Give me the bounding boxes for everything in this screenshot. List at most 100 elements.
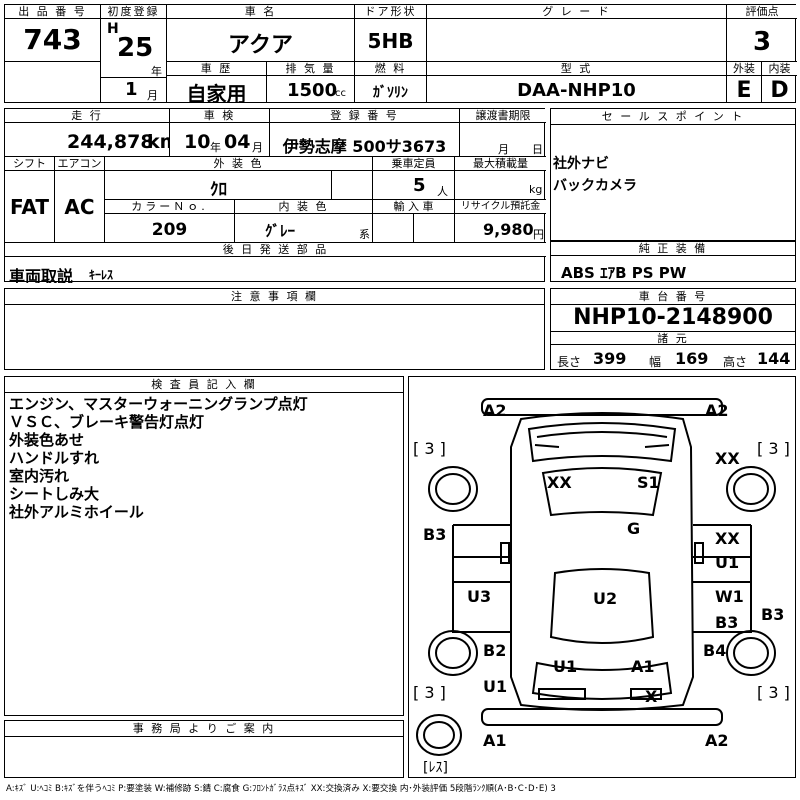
- damage-code: G: [627, 519, 641, 538]
- car-diagram-section: A2 A2 [ 3 ] [ 3 ] XX XX S1 B3 G XX U1 U3…: [408, 376, 796, 778]
- legend-text: A:ｷｽﾞ U:ﾍｺﾐ B:ｷｽﾞを伴うﾍｺﾐ P:要塗装 W:補修跡 S:錆 …: [6, 784, 556, 794]
- color-no-cell: カラーＮｏ. 209: [105, 200, 235, 243]
- month-unit: 月: [147, 89, 158, 102]
- displacement-label: 排 気 量: [267, 62, 354, 76]
- length-label: 長さ: [557, 355, 582, 369]
- door-type: 5HB: [367, 29, 414, 53]
- mileage-cell: 走 行 244,878 km: [5, 109, 170, 157]
- mileage-value: 244,878: [67, 131, 154, 153]
- inspection-cell: 車 検 10 年 04 月: [170, 109, 270, 157]
- transfer-month-unit: 月: [498, 143, 509, 156]
- sales-point-item: バックカメラ: [553, 178, 637, 194]
- sales-points-section: セ ー ル ス ポ イ ン ト 社外ナビ バックカメラ: [550, 108, 796, 241]
- damage-code: XX: [715, 529, 740, 548]
- plate-cell: 登 録 番 号 伊勢志摩 500サ3673: [270, 109, 460, 157]
- damage-code: XX: [715, 449, 740, 468]
- inspection-label: 車 検: [170, 109, 269, 123]
- damage-code: X: [645, 687, 658, 706]
- inspector-notes-section: 検 査 員 記 入 欄 エンジン、マスターウォーニングランプ点灯 ＶＳＣ、ブレー…: [4, 376, 404, 716]
- tire-depth: [ 3 ]: [757, 439, 790, 458]
- inspector-notes-label: 検 査 員 記 入 欄: [5, 377, 403, 393]
- inspector-note: エンジン、マスターウォーニングランプ点灯: [9, 395, 308, 413]
- score-label: 評価点: [727, 5, 797, 19]
- damage-code: A2: [483, 401, 507, 420]
- ext-grade-cell: 外装 E: [727, 62, 762, 103]
- shift-cell: シフト FAT: [5, 157, 55, 243]
- inspection-year: 10: [184, 131, 211, 153]
- width-value: 169: [675, 349, 709, 368]
- damage-code: U1: [553, 657, 578, 676]
- chassis-number: NHP10-2148900: [573, 305, 773, 330]
- dims-label: 諸 元: [551, 331, 795, 345]
- damage-code: XX: [547, 473, 572, 492]
- ext-color-value: ｸﾛ: [210, 180, 227, 200]
- caution-label: 注 意 事 項 欄: [5, 289, 544, 305]
- damage-code: S1: [637, 473, 660, 492]
- grade-label: グ レ ー ド: [427, 5, 726, 19]
- inspector-note: 室内汚れ: [9, 467, 70, 485]
- recycle-label: リサイクル預託金: [455, 200, 546, 214]
- int-grade-value: D: [770, 78, 789, 103]
- height-label: 高さ: [723, 355, 748, 369]
- damage-code: U1: [715, 553, 740, 572]
- inspector-note: ハンドルすれ: [9, 449, 100, 467]
- ext-grade-label: 外装: [727, 62, 761, 76]
- fuel-value: ｶﾞｿﾘﾝ: [373, 85, 408, 101]
- damage-code: U1: [483, 677, 508, 696]
- office-section: 事 務 局 よ り ご 案 内: [4, 720, 404, 778]
- header-section: 出 品 番 号 743 初度登録 H 25 年 1 月 車 名 アクア ドア形状…: [4, 4, 797, 103]
- max-load-label: 最大積載量: [455, 157, 546, 171]
- blank-cell: [5, 62, 101, 103]
- inspector-notes-list: エンジン、マスターウォーニングランプ点灯 ＶＳＣ、ブレーキ警告灯点灯 外装色あせ…: [9, 395, 308, 521]
- sales-point-item: 社外ナビ: [553, 156, 609, 172]
- chassis-section: 車 台 番 号 NHP10-2148900 諸 元 長さ 399 幅 169 高…: [550, 288, 796, 370]
- mileage-unit: km: [147, 131, 169, 153]
- damage-code: U2: [593, 589, 618, 608]
- color-no-label: カラーＮｏ.: [105, 200, 234, 214]
- damage-code: B3: [761, 605, 785, 624]
- damage-code: U3: [467, 587, 492, 606]
- lot-number-label: 出 品 番 号: [5, 5, 100, 19]
- chassis-label: 車 台 番 号: [551, 289, 795, 305]
- caution-section: 注 意 事 項 欄: [4, 288, 545, 370]
- first-registration-label: 初度登録: [101, 5, 166, 19]
- office-label: 事 務 局 よ り ご 案 内: [5, 721, 403, 737]
- model-label: 型 式: [427, 62, 726, 76]
- year-unit: 年: [151, 65, 162, 78]
- grade-cell: グ レ ー ド: [427, 5, 727, 62]
- car-name: アクア: [228, 33, 293, 58]
- max-load-unit: kg: [529, 183, 543, 196]
- displacement-value: 1500: [287, 80, 338, 101]
- later-parts-label: 後 日 発 送 部 品: [5, 243, 546, 257]
- car-name-label: 車 名: [167, 5, 354, 19]
- transfer-label: 譲渡書期限: [460, 109, 546, 123]
- score-cell: 評価点 3: [727, 5, 797, 62]
- later-parts-cell: 後 日 発 送 部 品 車両取説 ｷｰﾚｽ: [5, 243, 546, 283]
- capacity-cell: 乗車定員 5 人: [373, 157, 455, 200]
- import-label: 輸 入 車: [373, 200, 454, 214]
- damage-code: B2: [483, 641, 507, 660]
- shift-value: FAT: [10, 195, 49, 219]
- length-value: 399: [593, 349, 627, 368]
- capacity-value: 5: [413, 175, 426, 196]
- genuine-equipment-section: 純 正 装 備 ABS ｴｱB PS PW: [550, 241, 796, 282]
- width-label: 幅: [649, 355, 662, 369]
- registration-month: 1: [125, 79, 138, 100]
- inspector-note: ＶＳＣ、ブレーキ警告灯点灯: [9, 413, 205, 431]
- inspection-year-unit: 年: [210, 141, 221, 154]
- damage-code: A2: [705, 731, 729, 750]
- recycle-value: 9,980: [483, 220, 534, 239]
- score-value: 3: [752, 27, 772, 57]
- height-value: 144: [757, 349, 791, 368]
- lot-number-cell: 出 品 番 号 743: [5, 5, 101, 62]
- damage-code: A2: [705, 401, 729, 420]
- recycle-unit: 円: [533, 228, 544, 241]
- ac-cell: エアコン AC: [55, 157, 105, 243]
- int-color-cell: 内 装 色 ｸﾞﾚｰ 系: [235, 200, 373, 243]
- fuel-cell: 燃 料 ｶﾞｿﾘﾝ: [355, 62, 427, 103]
- int-color-unit: 系: [359, 228, 370, 241]
- damage-code: A1: [631, 657, 655, 676]
- transfer-day-unit: 日: [532, 143, 543, 156]
- inspector-note: シートしみ大: [9, 485, 100, 503]
- door-label: ドア形状: [355, 5, 426, 19]
